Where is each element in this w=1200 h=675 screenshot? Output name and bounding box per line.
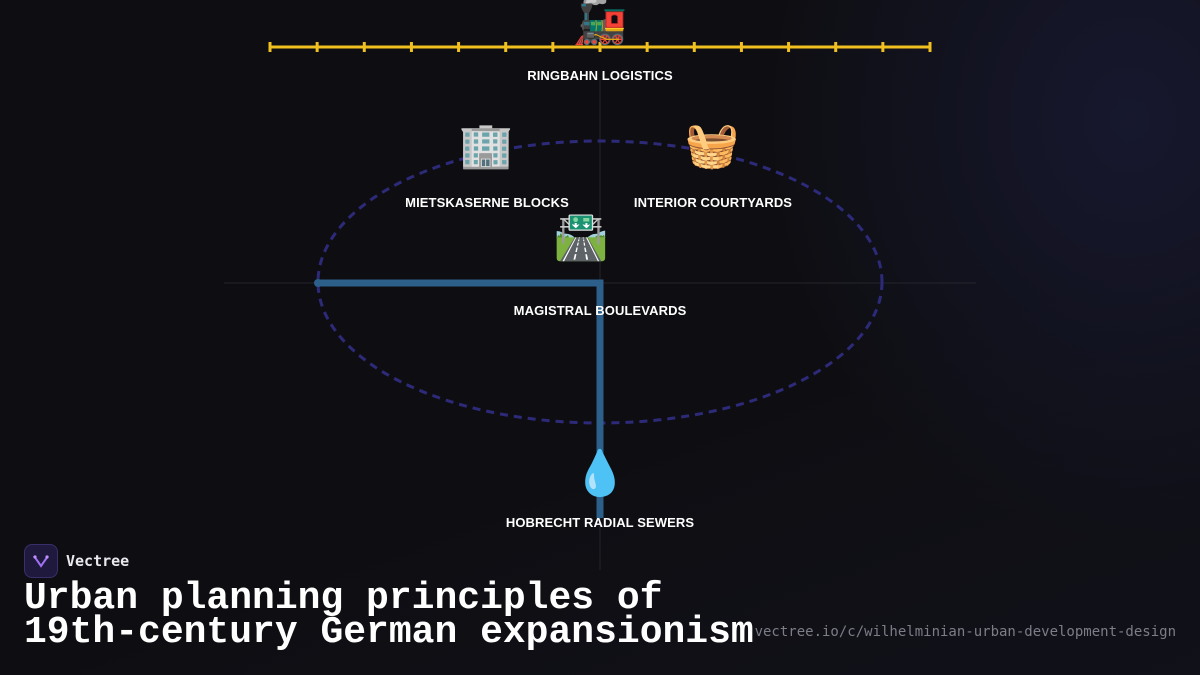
node-label-mietskaserne: MIETSKASERNE BLOCKS (405, 195, 569, 210)
motorway-icon: 🛣️ (553, 212, 609, 263)
brand-name: Vectree (66, 552, 130, 570)
node-label-sewers: HOBRECHT RADIAL SEWERS (505, 515, 695, 530)
node-label-courtyards: INTERIOR COURTYARDS (633, 195, 793, 210)
network-endpoint (314, 279, 322, 287)
title-line-2: 19th-century German expansionism (24, 611, 754, 654)
rail-line (268, 42, 932, 52)
title-line-1: Urban planning principles of (24, 577, 663, 620)
network-connector (318, 279, 604, 518)
office-building-icon: 🏢 (458, 120, 514, 171)
node-label-boulevards: MAGISTRAL BOULEVARDS (513, 303, 687, 318)
droplet-icon: 💧 (572, 448, 628, 499)
node-label-ringbahn: RINGBAHN LOGISTICS (527, 68, 673, 83)
source-url[interactable]: vectree.io/c/wilhelminian-urban-developm… (754, 624, 1176, 640)
basket-icon: 🧺 (684, 120, 740, 171)
brand[interactable]: Vectree (24, 544, 129, 578)
steam-locomotive-icon: 🚂 (572, 0, 628, 47)
page-title: Urban planning principles of 19th-centur… (24, 580, 754, 652)
vectree-logo-icon (24, 544, 58, 578)
